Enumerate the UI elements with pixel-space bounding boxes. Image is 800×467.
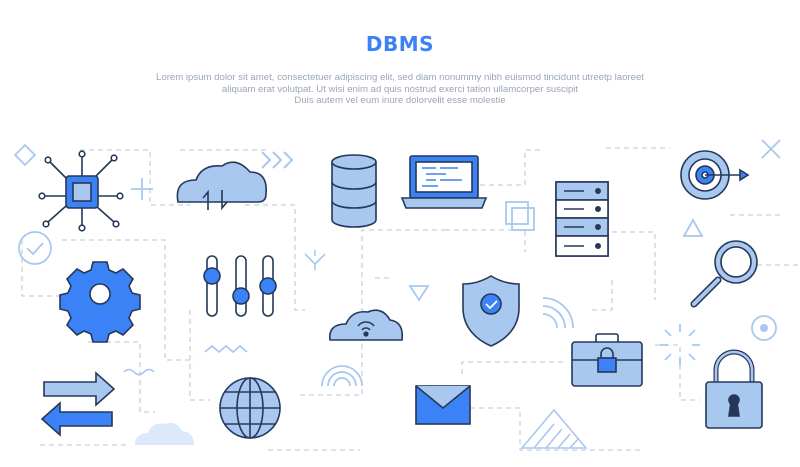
zigzag-shape [204, 344, 248, 354]
chevrons-shape [261, 151, 294, 169]
subtitle-line-1: Lorem ipsum dolor sit amet, consectetuer… [156, 72, 644, 83]
gear-icon [59, 261, 141, 343]
check-mark-shape [26, 242, 44, 256]
shield-check-icon [462, 275, 520, 347]
server-rack-icon [555, 181, 609, 257]
cloud-transfer-icon [176, 161, 267, 211]
check-circle-shape [18, 231, 52, 265]
padlock-icon [705, 349, 763, 429]
plus-shape [131, 178, 153, 200]
cloud-shape [135, 422, 194, 445]
database-icon [331, 154, 377, 228]
exchange-arrows-icon [40, 371, 116, 437]
page-subtitle: Lorem ipsum dolor sit amet, consectetuer… [130, 72, 670, 107]
page-title: DBMS [365, 32, 435, 56]
cpu-chip-icon [38, 150, 124, 232]
envelope-icon [415, 385, 471, 425]
laptop-code-icon [400, 155, 488, 209]
quarter-rings-shape [542, 297, 574, 329]
decorative-shapes [13, 139, 781, 449]
triangle-up-shape [682, 218, 704, 237]
wave-shape [123, 368, 155, 376]
sparkle-shape [304, 250, 326, 270]
sliders-icon [203, 255, 277, 317]
briefcase-lock-icon [571, 333, 643, 387]
diamond-shape [13, 143, 37, 167]
striped-triangle-shape [520, 408, 588, 449]
squares-shape [505, 201, 535, 231]
subtitle-line-3: Duis autem vel eum inure dolorvelit esse… [294, 95, 506, 106]
magnifier-icon [690, 240, 758, 308]
starburst-shape [660, 324, 700, 366]
triangle-down-shape [408, 285, 430, 302]
half-circles-shape [321, 365, 363, 387]
subtitle-line-2: aliquam erat volutpat. Ut wisi enim ad q… [221, 83, 579, 95]
globe-icon [219, 377, 281, 439]
cloud-wifi-icon [329, 309, 404, 341]
target-dot-shape [751, 315, 777, 341]
diagonal-cross-shape [761, 139, 781, 159]
target-icon [680, 150, 750, 200]
